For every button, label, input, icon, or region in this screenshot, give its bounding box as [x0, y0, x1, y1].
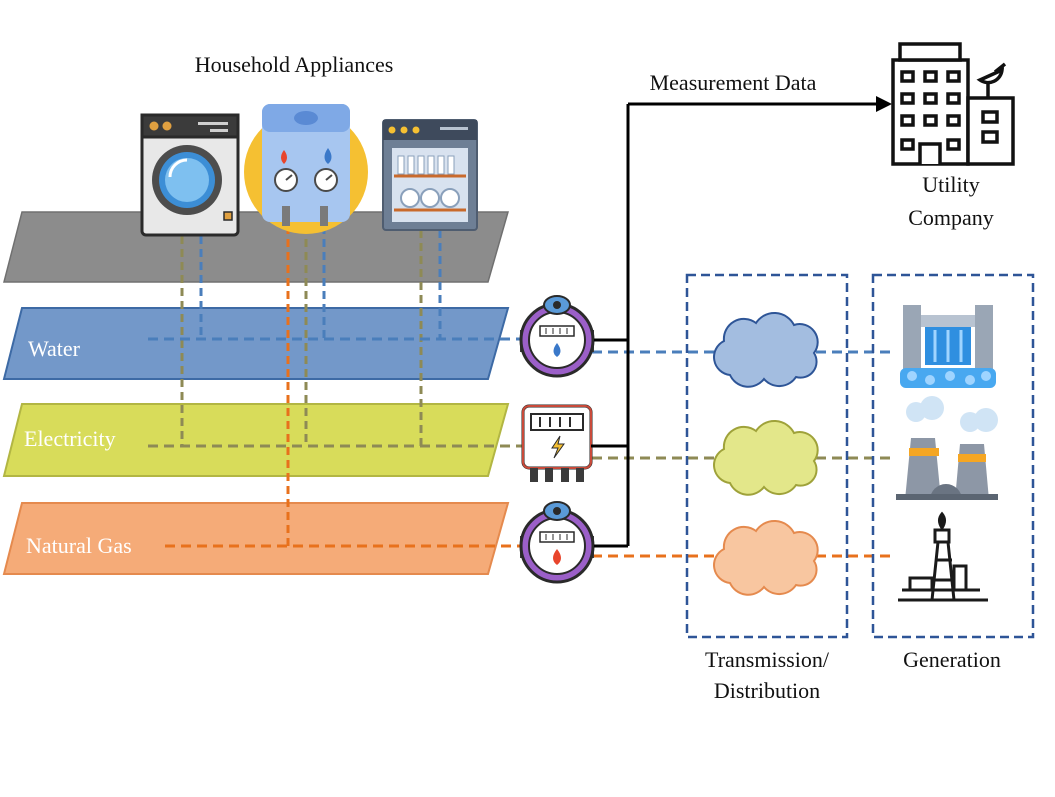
water-network-cloud-icon — [713, 312, 819, 388]
utility-label-line1: Utility — [922, 172, 979, 197]
gas-drilling-rig-icon — [898, 511, 988, 602]
electricity-layer — [2, 403, 510, 477]
water-meter-icon — [519, 295, 595, 378]
natural-gas-label: Natural Gas — [26, 533, 132, 558]
utility-company-building-icon — [891, 42, 1015, 166]
transmission-label-line2: Distribution — [714, 678, 820, 703]
electricity-meter-icon — [521, 404, 593, 482]
water-label: Water — [28, 336, 81, 361]
electricity-label: Electricity — [24, 426, 116, 451]
gas-meter-icon — [519, 501, 595, 584]
utility-label-line2: Company — [908, 205, 994, 230]
water-heater-icon — [244, 104, 368, 234]
hydro-dam-icon — [900, 305, 996, 388]
generation-box — [871, 273, 1035, 639]
electricity-network-cloud-icon — [713, 420, 819, 496]
gas-network-cloud-icon — [713, 520, 819, 596]
transmission-distribution-box — [685, 273, 849, 639]
dishwasher-icon — [382, 119, 478, 231]
power-plant-icon — [896, 396, 998, 500]
arrow-head-icon — [876, 96, 892, 112]
measurement-lines — [591, 102, 880, 548]
household-appliances-title: Household Appliances — [195, 52, 394, 77]
water-layer — [2, 307, 510, 380]
washing-machine-icon — [140, 113, 240, 237]
generation-label: Generation — [903, 647, 1001, 672]
natural-gas-layer — [2, 502, 510, 575]
measurement-data-label: Measurement Data — [650, 70, 817, 95]
transmission-label-line1: Transmission/ — [705, 647, 830, 672]
